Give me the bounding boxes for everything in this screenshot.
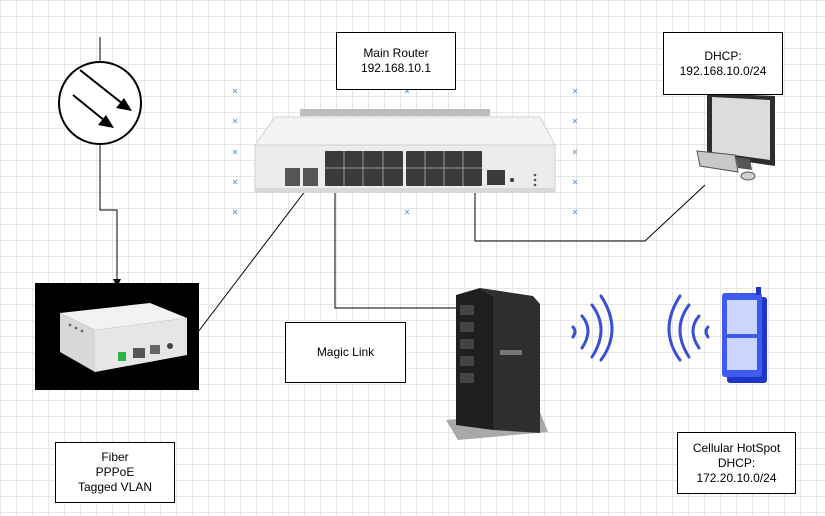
fiber-protocol: PPPoE (95, 465, 135, 479)
cellular-title: Cellular HotSpot (692, 440, 781, 455)
selection-handles (232, 88, 578, 215)
cellular-dhcp: DHCP: (717, 455, 756, 470)
wifi-signal-icon (571, 294, 710, 362)
router-to-pc-line[interactable] (474, 184, 706, 242)
main-router-name: Main Router (363, 46, 429, 60)
ont-to-router-line[interactable] (197, 177, 316, 333)
main-router-label[interactable]: Main Router 192.168.10.1 (336, 32, 456, 90)
dhcp-pc-subnet: 192.168.10.0/24 (679, 63, 767, 78)
desktop-computer-icon[interactable] (696, 93, 775, 181)
main-router-device[interactable] (254, 109, 556, 193)
mobile-phone-icon[interactable] (722, 287, 767, 383)
dhcp-pc-label[interactable]: DHCP: 192.168.10.0/24 (663, 32, 783, 95)
main-router-ip: 192.168.10.1 (360, 61, 432, 75)
fiber-title: Fiber (101, 450, 129, 464)
fiber-label[interactable]: Fiber PPPoE Tagged VLAN (55, 442, 175, 503)
connector-lines (99, 37, 706, 333)
cellular-subnet: 172.20.10.0/24 (696, 470, 777, 485)
optical-receiver-icon (58, 61, 142, 145)
fiber-vlan: Tagged VLAN (77, 480, 153, 494)
router-to-magic-link-line[interactable] (334, 182, 456, 309)
ont-drop-line[interactable] (99, 150, 118, 283)
magic-link-title: Magic Link (316, 345, 375, 359)
dhcp-pc-title: DHCP: (704, 48, 742, 63)
ont-device[interactable] (35, 283, 199, 390)
magic-link-router-device[interactable] (446, 288, 548, 440)
cellular-hotspot-label[interactable]: Cellular HotSpot DHCP: 172.20.10.0/24 (677, 432, 796, 494)
magic-link-label[interactable]: Magic Link (285, 322, 406, 383)
